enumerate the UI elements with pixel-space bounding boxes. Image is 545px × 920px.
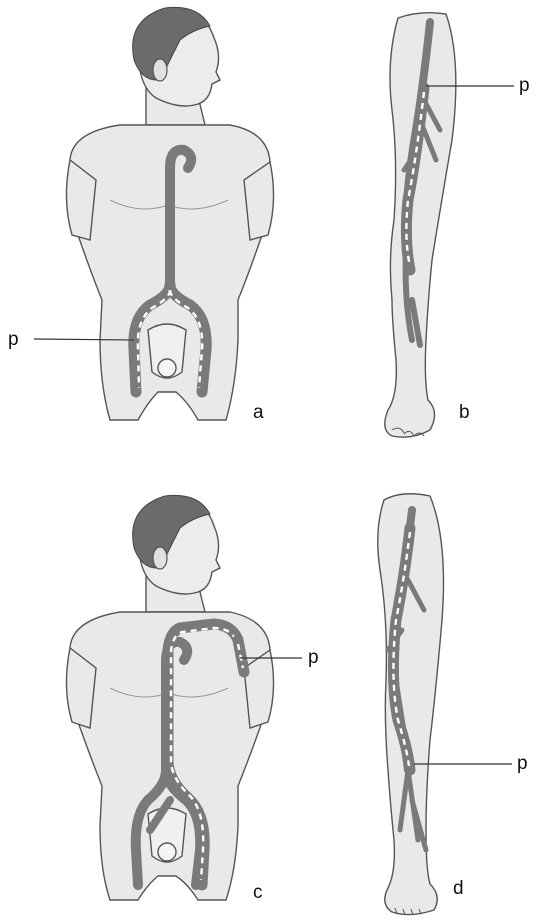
pointer-label-d: p [517,753,528,774]
panel-label-c: c [253,882,263,903]
panel-label-a: a [253,402,264,423]
pointer-label-a: p [8,329,19,350]
panel-label-b: b [459,402,470,423]
panel-a: p a [8,7,274,423]
pointer-label-b: p [519,75,530,96]
panel-c: p c [66,495,318,903]
panel-b: p b [385,13,530,437]
panel-label-d: d [453,878,464,899]
panel-d: p d [378,494,528,915]
pointer-label-c: p [308,647,319,668]
